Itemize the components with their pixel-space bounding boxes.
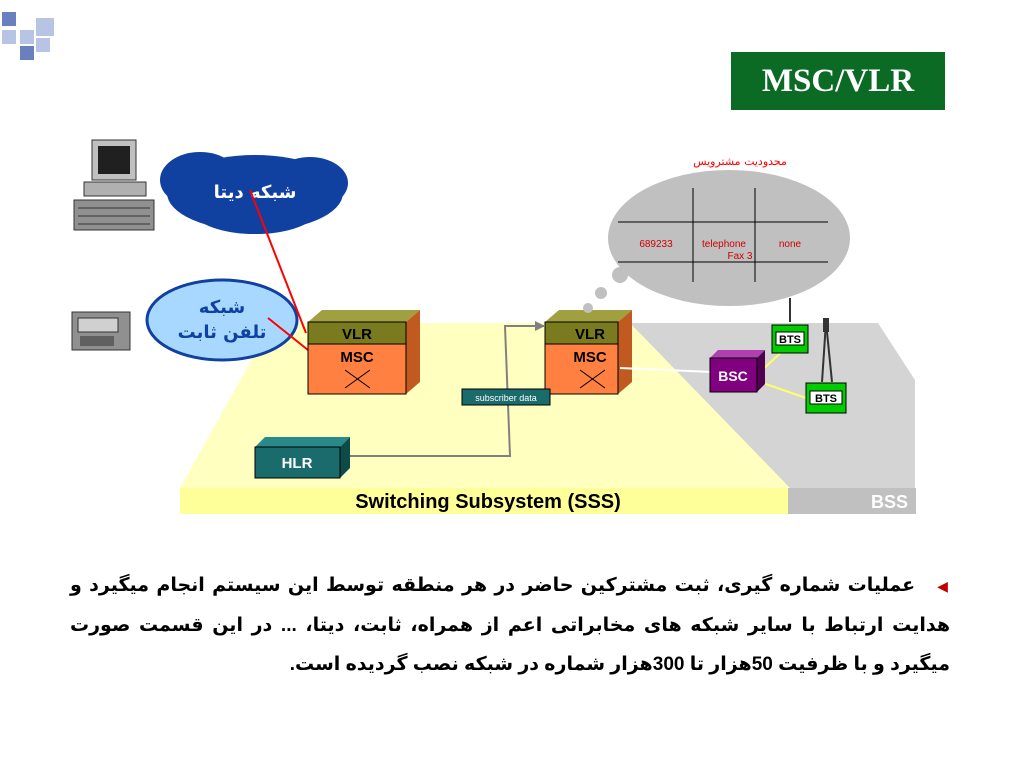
hlr-node: HLR [254,437,350,479]
fixed-network-label-2: تلفن ثابت [178,322,267,343]
bts-label-2: BTS [815,393,837,405]
red-triangle-bullet-icon: ◀ [937,578,950,594]
bts-label-1: BTS [779,334,801,346]
subscriber-data-label: subscriber data [475,393,537,403]
data-link [249,189,307,334]
data-network-label: شبکه دیتا [214,182,297,203]
hlr-box [254,446,341,479]
bsc-node: BSC [709,350,765,393]
fixed-network-cloud: شبکه تلفن ثابت [145,278,299,362]
bsc-bts2-link [759,381,807,399]
left-vlr-label: VLR [342,326,372,343]
fixed-network-label-1: شبکه [199,297,245,318]
bts-node-2: BTS [805,318,847,414]
corner-decoration [0,0,64,64]
bts-node-1: BTS [771,298,809,354]
right-msc-box [544,343,619,395]
body-paragraph: ◀عملیات شماره گیری، ثبت مشترکین حاضر در … [70,566,950,684]
bsc-box [709,357,758,393]
record-cell-3: none [779,239,802,250]
subscriber-record-bubble: 689233 telephone Fax 3 none [608,170,850,306]
subscriber-data-tag [461,388,551,406]
data-network-cloud: شبکه دیتا [160,152,348,234]
record-cell-2b: Fax 3 [727,251,752,262]
thought-dot-2 [595,287,607,299]
msc-bsc-link [619,367,713,373]
left-msc-label: MSC [340,349,374,366]
bss-band [788,488,916,514]
right-msc-label: MSC [573,349,607,366]
telephone-icon [71,311,131,351]
hlr-label: HLR [282,455,313,472]
right-vlr-msc-node: VLR MSC [544,310,632,395]
sss-band [180,488,788,514]
bss-label: BSS [871,492,908,512]
bsc-label: BSC [718,368,748,384]
left-vlr-msc-node: VLR MSC [307,310,420,395]
computer-icon [73,139,155,231]
body-text: عملیات شماره گیری، ثبت مشترکین حاضر در ه… [70,575,950,675]
fixed-link [267,317,309,351]
right-vlr-label: VLR [575,326,605,343]
bss-floor [630,323,915,512]
record-cell-1: 689233 [639,239,673,250]
sss-label: Switching Subsystem (SSS) [355,491,621,513]
record-cell-2a: telephone [702,239,746,250]
gsm-network-diagram: BSS Switching Subsystem (SSS) شبکه دیتا … [71,139,916,514]
bubble-title: محدوديت مشترويس [693,155,787,168]
left-msc-box [307,343,407,395]
slide-title: MSC/VLR [731,52,945,110]
thought-dot-1 [583,303,593,313]
